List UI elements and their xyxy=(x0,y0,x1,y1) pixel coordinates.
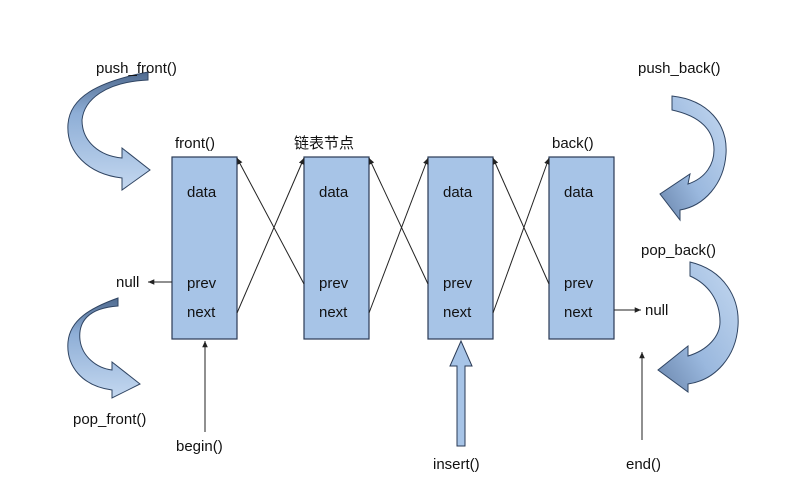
push-front-curved-arrow xyxy=(67,71,151,191)
node-caption: 链表节点 xyxy=(294,135,354,152)
begin-label: begin() xyxy=(176,438,223,455)
node-data-field: data xyxy=(443,184,473,201)
next-link-arrow xyxy=(236,157,305,314)
node-prev-field: prev xyxy=(187,275,217,292)
end-label: end() xyxy=(626,456,661,473)
node-next-field: next xyxy=(443,304,472,321)
pop-back-curved-arrow xyxy=(657,261,739,393)
next-link-arrow xyxy=(492,157,550,314)
node-next-field: next xyxy=(564,304,593,321)
node-data-field: data xyxy=(187,184,217,201)
node-prev-field: prev xyxy=(564,275,594,292)
null-left-label: null xyxy=(116,274,139,291)
node-prev-field: prev xyxy=(319,275,349,292)
prev-link-arrow xyxy=(368,157,429,285)
push-front-label: push_front() xyxy=(96,60,177,77)
insert-label: insert() xyxy=(433,456,480,473)
node-next-field: next xyxy=(187,304,216,321)
list-node-3: data prev next xyxy=(427,156,494,340)
next-link-arrow xyxy=(368,157,429,314)
front-label: front() xyxy=(175,135,215,152)
pop-front-label: pop_front() xyxy=(73,411,146,428)
back-label: back() xyxy=(552,135,594,152)
null-right-label: null xyxy=(645,302,668,319)
push-back-curved-arrow xyxy=(659,95,727,222)
node-links xyxy=(236,157,550,314)
push-back-label: push_back() xyxy=(638,60,721,77)
pop-front-curved-arrow xyxy=(67,297,141,399)
list-node-2: data prev next xyxy=(303,156,370,340)
list-node-1: data prev next xyxy=(171,156,238,340)
node-prev-field: prev xyxy=(443,275,473,292)
pop-back-label: pop_back() xyxy=(641,242,716,259)
prev-link-arrow xyxy=(492,157,550,285)
node-next-field: next xyxy=(319,304,348,321)
prev-link-arrow xyxy=(236,157,305,285)
node-data-field: data xyxy=(564,184,594,201)
list-node-4: data prev next xyxy=(548,156,615,340)
node-data-field: data xyxy=(319,184,349,201)
insert-block-arrow xyxy=(449,339,473,447)
